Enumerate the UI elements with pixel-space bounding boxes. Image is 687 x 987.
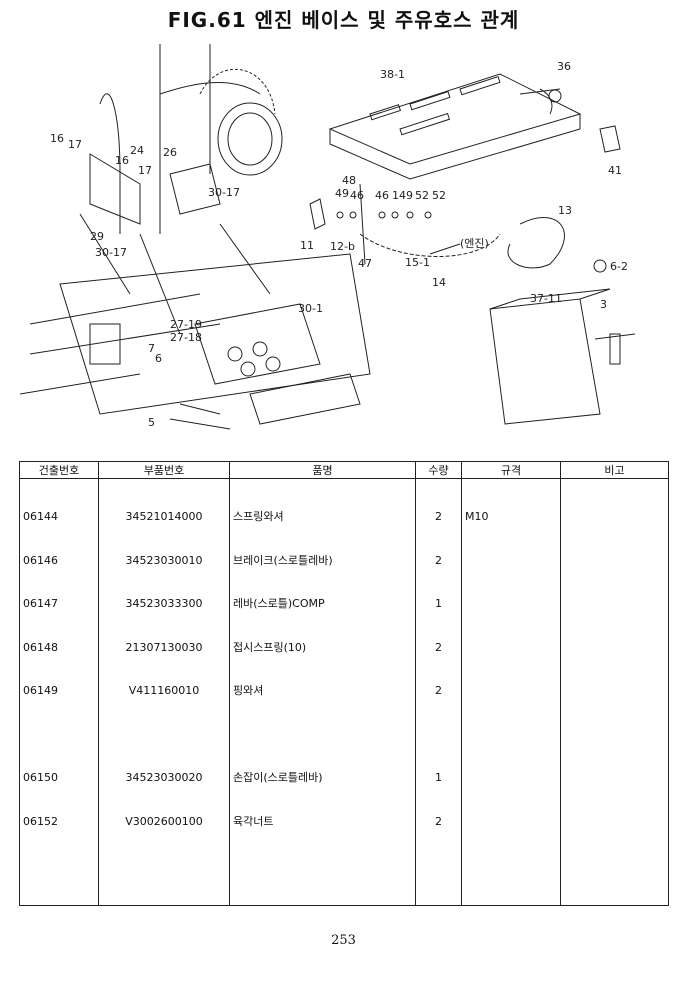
svg-text:52: 52 — [432, 189, 446, 202]
page-number: 253 — [331, 933, 356, 948]
svg-text:12-b: 12-b — [330, 240, 355, 253]
svg-text:13: 13 — [558, 204, 572, 217]
svg-text:37-11: 37-11 — [530, 292, 562, 305]
header-part-name: 품명 — [229, 461, 416, 479]
svg-text:48: 48 — [342, 174, 356, 187]
svg-text:46: 46 — [350, 189, 364, 202]
table-cell: 2 — [435, 553, 442, 567]
table-cell — [102, 728, 226, 743]
table-cell: V3002600100 — [125, 814, 203, 828]
svg-text:46: 46 — [375, 189, 389, 202]
table-cell — [23, 728, 95, 743]
table-cell: 스프링와셔 — [233, 510, 284, 523]
base-plate-drawing — [328, 73, 621, 180]
svg-text:47: 47 — [358, 257, 372, 270]
table-cell: 34523033300 — [125, 597, 203, 610]
table-cell: 핑와셔 — [233, 684, 264, 697]
svg-text:3: 3 — [600, 298, 607, 311]
table-cell: 06146 — [23, 553, 58, 567]
table-cell — [465, 597, 557, 612]
ref-no-column: 06144 06146 06147 06148 06149 06150 0615… — [19, 478, 99, 906]
table-cell — [419, 728, 458, 743]
svg-text:49: 49 — [335, 187, 349, 200]
svg-text:30-1: 30-1 — [298, 302, 323, 315]
svg-text:17: 17 — [138, 164, 152, 177]
table-cell — [564, 510, 665, 525]
svg-text:7: 7 — [148, 342, 155, 355]
table-cell: 레바(스로틀)COMP — [233, 597, 325, 610]
table-cell: 손잡이(스로틀레바) — [233, 771, 323, 784]
svg-text:24: 24 — [130, 144, 144, 157]
table-cell: 34523030020 — [125, 771, 203, 784]
table-cell: 2 — [435, 640, 442, 654]
svg-text:27-19: 27-19 — [170, 318, 202, 331]
table-cell: 1 — [435, 771, 442, 784]
svg-text:17: 17 — [68, 138, 82, 151]
svg-text:30-17: 30-17 — [208, 186, 240, 199]
table-cell — [465, 554, 557, 569]
exploded-parts-diagram: 38-1 36 41 16 17 24 26 16 17 30-17 48 49… — [19, 34, 670, 434]
callout-labels: 38-1 36 41 16 17 24 26 16 17 30-17 48 49… — [50, 60, 628, 429]
header-spec: 규격 — [461, 461, 561, 479]
table-cell — [465, 815, 557, 830]
svg-text:15-1: 15-1 — [405, 256, 430, 269]
table-header-row: 건출번호 부품번호 품명 수량 규격 비고 — [19, 461, 669, 479]
table-cell: 1 — [435, 597, 442, 610]
table-cell: 06149 — [23, 684, 58, 697]
qty-column: 2 2 1 2 2 1 2 — [415, 478, 462, 906]
table-cell: 06150 — [23, 771, 58, 784]
part-name-column: 스프링와셔 브레이크(스로틀레바) 레바(스로틀)COMP 접시스프링(10) … — [229, 478, 416, 906]
table-cell: 2 — [435, 510, 442, 523]
svg-text:(엔진): (엔진) — [460, 237, 489, 250]
svg-text:27-18: 27-18 — [170, 331, 202, 344]
svg-text:149: 149 — [392, 189, 413, 202]
table-cell: 06148 — [23, 640, 58, 654]
table-cell: 2 — [435, 814, 442, 828]
svg-text:5: 5 — [148, 416, 155, 429]
table-cell: V411160010 — [128, 684, 200, 697]
svg-text:26: 26 — [163, 146, 177, 159]
page-title: FIG.61 엔진 베이스 및 주유호스 관계 — [167, 8, 520, 32]
throttle-linkage-drawing — [309, 183, 565, 269]
table-cell: 브레이크(스로틀레바) — [233, 553, 333, 567]
table-cell: 34523030010 — [125, 553, 203, 567]
table-cell — [465, 771, 557, 786]
table-cell — [465, 641, 557, 656]
svg-text:36: 36 — [557, 60, 571, 73]
table-cell — [233, 728, 412, 743]
table-cell: 06144 — [23, 510, 58, 523]
svg-text:41: 41 — [608, 164, 622, 177]
remarks-column — [560, 478, 669, 906]
header-ref-no: 건출번호 — [19, 461, 99, 479]
table-cell: M10 — [465, 510, 489, 523]
fuel-tank-drawing — [489, 259, 636, 425]
table-body: 06144 06146 06147 06148 06149 06150 0615… — [19, 478, 669, 906]
table-cell — [465, 684, 557, 699]
table-cell: 접시스프링(10) — [233, 640, 307, 654]
part-no-column: 34521014000 34523030010 34523033300 2130… — [98, 478, 230, 906]
engine-base-drawing — [19, 44, 371, 430]
svg-text:29: 29 — [90, 230, 104, 243]
svg-text:52: 52 — [415, 189, 429, 202]
table-cell: 06152 — [23, 814, 58, 828]
table-cell: 06147 — [23, 597, 58, 610]
svg-text:38-1: 38-1 — [380, 68, 405, 81]
table-cell: 34521014000 — [125, 510, 203, 523]
table-cell: 21307130030 — [125, 640, 203, 654]
svg-text:6: 6 — [155, 352, 162, 365]
svg-text:16: 16 — [50, 132, 64, 145]
svg-text:11: 11 — [300, 239, 314, 252]
svg-text:6-2: 6-2 — [610, 260, 628, 273]
parts-list-table: 건출번호 부품번호 품명 수량 규격 비고 06144 06146 06147 … — [19, 461, 669, 906]
table-cell: 2 — [435, 684, 442, 697]
svg-text:16: 16 — [115, 154, 129, 167]
table-cell — [465, 728, 557, 743]
svg-text:14: 14 — [432, 276, 446, 289]
header-part-no: 부품번호 — [98, 461, 230, 479]
spec-column: M10 — [461, 478, 561, 906]
svg-text:30-17: 30-17 — [95, 246, 127, 259]
table-cell: 육각너트 — [233, 814, 274, 828]
header-remarks: 비고 — [560, 461, 669, 479]
header-qty: 수량 — [415, 461, 462, 479]
